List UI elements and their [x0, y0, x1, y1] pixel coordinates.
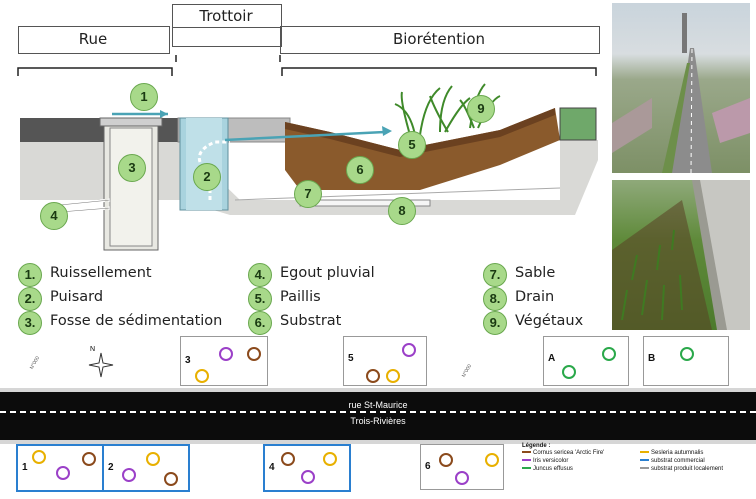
plot-label: B	[648, 353, 656, 364]
plot-6: 6	[420, 444, 504, 490]
plot-label: 5	[348, 353, 354, 364]
cross-section-diagram	[17, 55, 598, 251]
legend-num-4: 4.	[248, 263, 272, 287]
north-arrow-icon	[88, 352, 114, 378]
legend-num-9: 9.	[483, 311, 507, 335]
legend-label-7: Sable	[515, 265, 556, 281]
vegetation	[394, 83, 501, 136]
legend-label-3: Fosse de sédimentation	[50, 313, 223, 329]
plot-A: A	[543, 336, 629, 386]
header-rue-box	[18, 26, 170, 54]
legend-label-4: Egout pluvial	[280, 265, 375, 281]
plot-3: 3	[180, 336, 268, 386]
header-trottoir-box	[172, 4, 282, 28]
legend-label-9: Végétaux	[515, 313, 584, 329]
legend-item-iris: Iris versicolor	[522, 458, 568, 464]
legend-item-substrat-local: substrat produit localement	[640, 466, 723, 472]
legend-num-8: 8.	[483, 287, 507, 311]
photo-bioretention-strip	[612, 180, 750, 330]
plot-label: 3	[185, 355, 191, 366]
plot-5: 5	[343, 336, 427, 386]
legend-label-1: Ruissellement	[50, 265, 152, 281]
header-trottoir: Trottoir	[199, 7, 253, 25]
plot-label: 1	[22, 462, 28, 473]
legend-num-3: 3.	[18, 311, 42, 335]
legend-num-6: 6.	[248, 311, 272, 335]
photo-street-aerial	[612, 3, 750, 173]
legend-item-sesleria: Sesleria autumnalis	[640, 450, 703, 456]
callout-8: 8	[388, 197, 416, 225]
callout-7: 7	[294, 180, 322, 208]
callout-9: 9	[467, 95, 495, 123]
plant-legend-title: Légende :	[522, 443, 551, 449]
address-label-2: N°000	[460, 363, 474, 379]
plot-1: 1	[16, 444, 104, 492]
plot-4: 4	[263, 444, 351, 492]
callout-3: 3	[118, 154, 146, 182]
callout-2: 2	[193, 163, 221, 191]
city-name: Trois-Rivières	[350, 416, 406, 426]
header-bioretention-box	[280, 26, 600, 54]
road-centerline	[0, 411, 756, 413]
legend-item-substrat-commercial: substrat commercial	[640, 458, 705, 464]
legend-label-2: Puisard	[50, 289, 104, 305]
callout-1: 1	[130, 83, 158, 111]
callout-4: 4	[40, 202, 68, 230]
callout-6: 6	[346, 156, 374, 184]
header-rue: Rue	[78, 30, 108, 48]
plot-B: B	[643, 336, 729, 386]
legend-item-cornus: Cornus sericea 'Arctic Fire'	[522, 450, 604, 456]
legend-num-1: 1.	[18, 263, 42, 287]
header-sidewalk-box	[172, 26, 282, 47]
plant-legend: Légende : Cornus sericea 'Arctic Fire' I…	[522, 443, 752, 487]
right-curb	[559, 107, 597, 141]
header-bioretention: Biorétention	[392, 30, 486, 48]
plot-label: A	[548, 353, 556, 364]
road-base	[20, 140, 598, 215]
legend-num-5: 5.	[248, 287, 272, 311]
legend-label-5: Paillis	[280, 289, 321, 305]
road-plan	[0, 388, 756, 444]
legend-label-6: Substrat	[280, 313, 342, 329]
mulch-layer	[285, 108, 555, 157]
address-label-1: N°000	[28, 355, 42, 371]
legend-item-juncus: Juncus effusus	[522, 466, 573, 472]
plot-label: 2	[108, 462, 114, 473]
plot-2: 2	[102, 444, 190, 492]
plot-label: 6	[425, 461, 431, 472]
section-brackets	[17, 55, 597, 76]
north-label: N	[90, 346, 96, 353]
legend-label-8: Drain	[515, 289, 555, 305]
street-name: rue St-Maurice	[348, 400, 408, 410]
legend-num-2: 2.	[18, 287, 42, 311]
callout-5: 5	[398, 131, 426, 159]
legend-num-7: 7.	[483, 263, 507, 287]
plot-label: 4	[269, 462, 275, 473]
